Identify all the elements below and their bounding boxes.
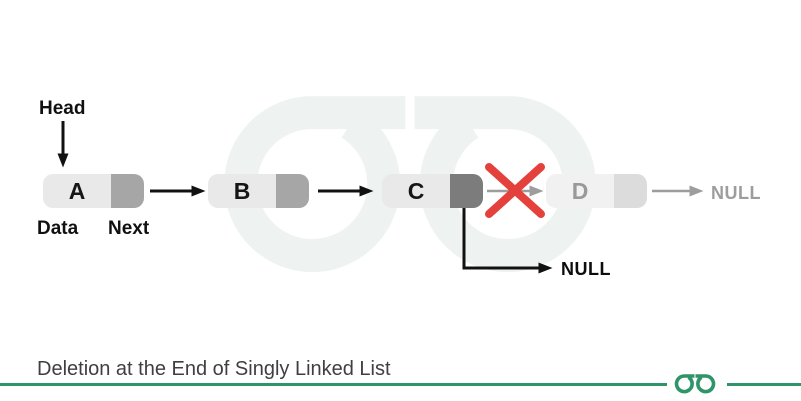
null-label-new-tail: NULL (561, 259, 611, 279)
node-d-data: D (546, 174, 614, 208)
logo-right-g (695, 374, 716, 394)
node-c-next-pointer (450, 174, 483, 208)
node-c: C (382, 174, 483, 208)
node-c-data: C (382, 174, 450, 208)
node-b: B (208, 174, 309, 208)
head-label: Head (39, 98, 86, 119)
footer-divider-left (0, 383, 667, 386)
diagram-caption: Deletion at the End of Singly Linked Lis… (37, 358, 391, 380)
node-b-data: B (208, 174, 276, 208)
next-label: Next (108, 218, 150, 239)
data-label: Data (37, 218, 79, 239)
footer-divider-right (727, 383, 801, 386)
node-a: A (43, 174, 144, 208)
geeksforgeeks-logo-icon (674, 374, 716, 394)
node-b-next-pointer (276, 174, 309, 208)
watermark-left-g (224, 96, 406, 273)
logo-left-g (674, 374, 695, 394)
node-d-next-pointer (614, 174, 647, 208)
null-label-old-tail: NULL (711, 183, 761, 203)
node-d-deleted: D (546, 174, 647, 208)
node-a-next-pointer (111, 174, 144, 208)
node-a-data: A (43, 174, 111, 208)
